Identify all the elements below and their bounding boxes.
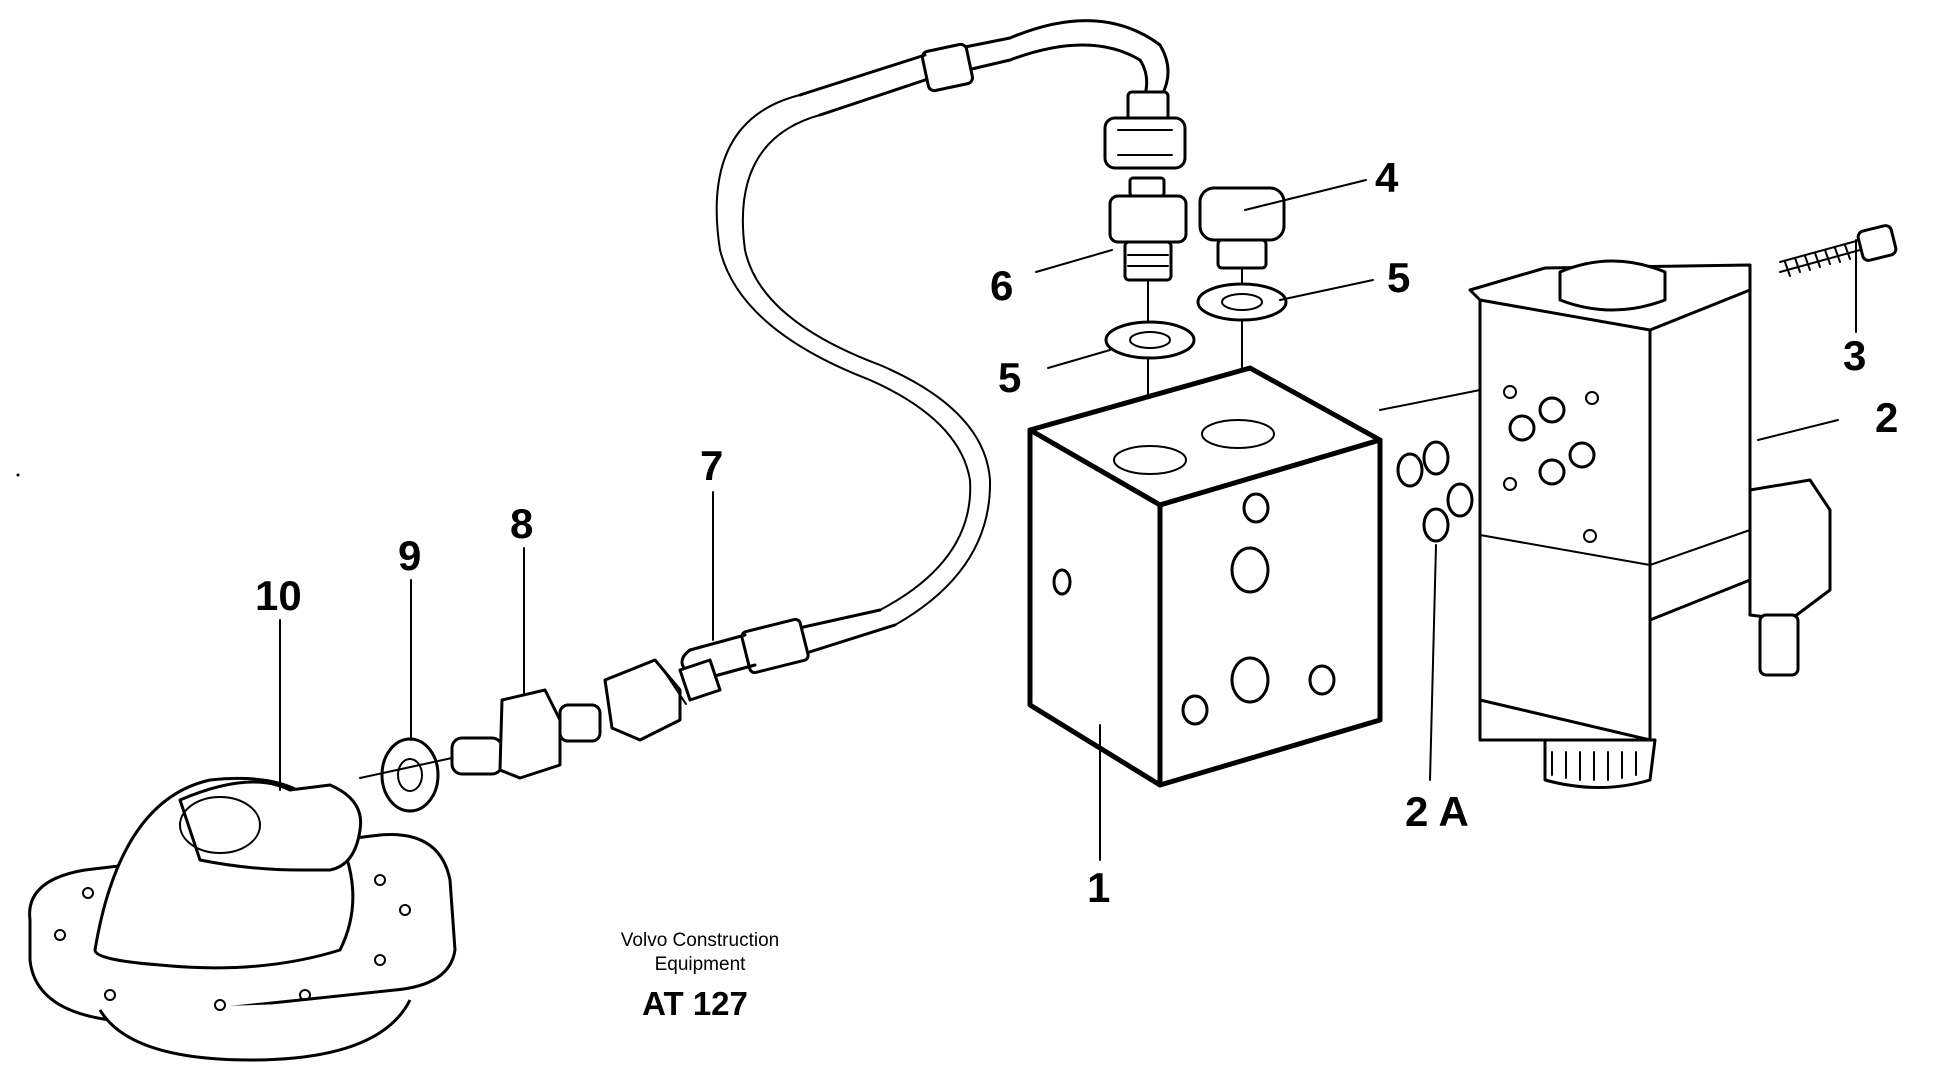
callout-9: 9 <box>398 532 421 579</box>
solenoid-valve <box>1468 259 1832 789</box>
callout-2: 2 <box>1875 394 1898 441</box>
screw <box>1779 224 1898 277</box>
callout-8: 8 <box>510 500 533 547</box>
housing-cover <box>28 776 457 1062</box>
leader-lines <box>279 179 1857 861</box>
washer-9 <box>380 737 440 813</box>
callout-5-upper: 5 <box>1387 254 1410 301</box>
nipple-8 <box>359 688 602 780</box>
caption-brand-line2: Equipment <box>655 954 747 975</box>
caption-brand-line1: Volvo Construction <box>621 930 779 951</box>
sealing-washers <box>1104 282 1288 360</box>
caption-block: Volvo Construction Equipment AT 127 <box>621 930 779 1022</box>
callout-2a: 2 A <box>1405 788 1469 835</box>
callout-4: 4 <box>1375 154 1399 201</box>
callout-labels: 4 6 5 5 3 2 2 A 1 7 8 9 10 <box>255 154 1898 911</box>
callout-5-lower: 5 <box>998 354 1021 401</box>
callout-7: 7 <box>700 442 723 489</box>
callout-6: 6 <box>990 262 1013 309</box>
o-rings <box>1396 440 1474 543</box>
adapter-nipple <box>1108 176 1188 471</box>
callout-3: 3 <box>1843 332 1866 379</box>
hose-nut-7 <box>603 658 722 742</box>
stray-dot <box>16 473 20 477</box>
callout-1: 1 <box>1087 864 1110 911</box>
hose-assembly <box>680 19 1170 682</box>
caption-code: AT 127 <box>642 985 748 1022</box>
callout-10: 10 <box>255 572 302 619</box>
valve-block <box>1027 365 1506 788</box>
hose-top-fitting <box>1103 90 1187 170</box>
